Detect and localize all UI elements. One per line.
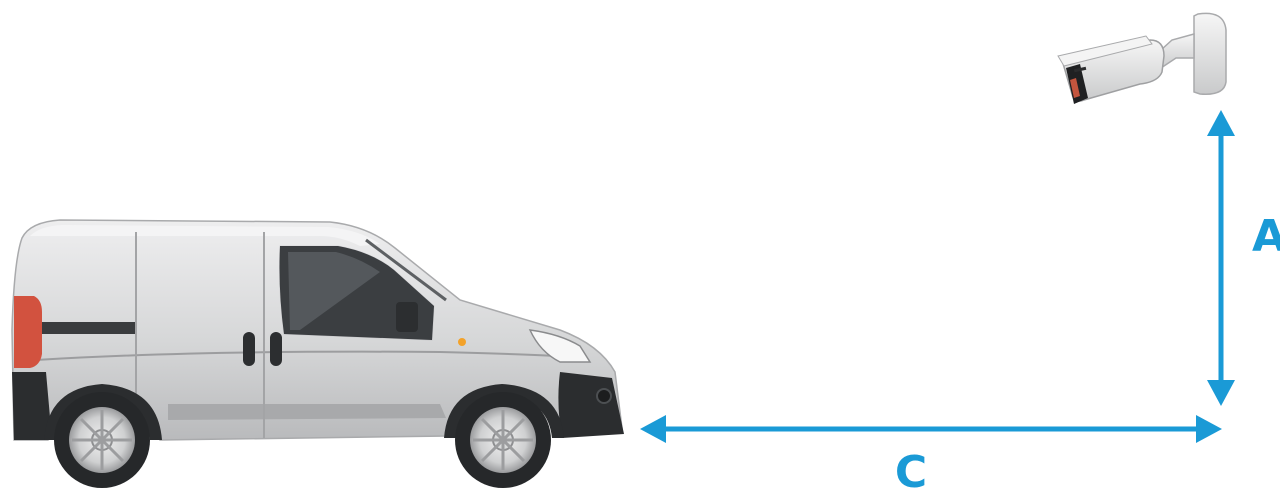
tail-light — [14, 296, 42, 368]
dimension-a-arrow — [1207, 110, 1235, 406]
door-handle — [270, 332, 282, 366]
van-icon — [12, 220, 624, 488]
van-side-trim — [40, 322, 136, 334]
arrow-up-icon — [1207, 110, 1235, 136]
arrow-right-icon — [1196, 415, 1222, 443]
dimension-c-arrow — [640, 415, 1222, 443]
van-rocker-strip — [168, 404, 446, 420]
door-handle — [243, 332, 255, 366]
indicator-light — [458, 338, 466, 346]
front-wheel — [455, 392, 551, 488]
dimension-a-label: A — [1252, 211, 1280, 262]
dimension-c-label: C — [895, 447, 927, 492]
side-mirror — [396, 302, 418, 332]
security-camera-icon — [1058, 13, 1226, 104]
rear-wheel — [54, 392, 150, 488]
arrow-down-icon — [1207, 380, 1235, 406]
fog-light — [597, 389, 611, 403]
camera-wall-mount — [1194, 13, 1226, 94]
arrow-left-icon — [640, 415, 666, 443]
